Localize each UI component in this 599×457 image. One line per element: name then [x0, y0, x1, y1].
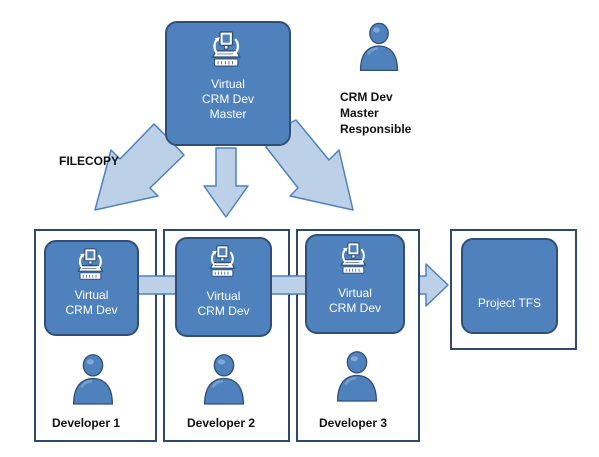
master-vm-label-line: Master — [209, 107, 247, 121]
person-icon — [358, 20, 400, 72]
person-icon — [335, 349, 379, 402]
responsible-label-line: Responsible — [340, 122, 412, 136]
developer-vm-label-line: Virtual — [338, 286, 372, 300]
developer-3-vm-box: Virtual CRM Dev — [305, 234, 405, 334]
developer-1-vm-box: Virtual CRM Dev — [44, 240, 139, 336]
responsible-label-line: Master — [340, 106, 379, 120]
master-vm-label-line: Virtual — [211, 77, 245, 91]
developer-vm-label-line: CRM Dev — [197, 304, 250, 318]
responsible-label-line: CRM Dev — [340, 90, 393, 104]
master-vm-box: Virtual CRM Dev Master — [165, 21, 291, 146]
developer-3-caption: Developer 3 — [319, 416, 388, 430]
developer-2-vm-label: Virtual CRM Dev — [177, 289, 270, 319]
developer-1-vm-label: Virtual CRM Dev — [46, 288, 137, 318]
developer-2-caption: Developer 2 — [187, 416, 256, 430]
computer-vm-icon — [210, 29, 246, 69]
project-tfs-box: Project TFS — [461, 238, 558, 334]
developer-vm-label-line: CRM Dev — [328, 301, 381, 315]
developer-vm-label-line: Virtual — [206, 289, 241, 303]
person-icon — [202, 352, 246, 405]
filecopy-label: FILECOPY — [59, 154, 120, 168]
developer-2-vm-box: Virtual CRM Dev — [175, 237, 272, 337]
developer-vm-label-line: CRM Dev — [65, 303, 118, 317]
responsible-label: CRM Dev Master Responsible — [340, 89, 411, 137]
computer-vm-icon — [208, 243, 240, 279]
master-vm-label-line: CRM Dev — [201, 92, 254, 106]
filecopy-arrow-left — [94, 123, 185, 211]
project-tfs-label: Project TFS — [477, 296, 542, 310]
developer-1-caption: Developer 1 — [52, 416, 121, 430]
computer-vm-icon — [76, 246, 108, 282]
master-vm-label: Virtual CRM Dev Master — [167, 77, 289, 122]
developer-3-vm-label: Virtual CRM Dev — [307, 286, 403, 316]
filecopy-arrow-right — [265, 119, 354, 211]
person-icon — [71, 352, 115, 405]
developer-vm-label-line: Virtual — [74, 288, 109, 302]
computer-vm-icon — [339, 240, 371, 276]
filecopy-arrow-down — [203, 147, 249, 218]
